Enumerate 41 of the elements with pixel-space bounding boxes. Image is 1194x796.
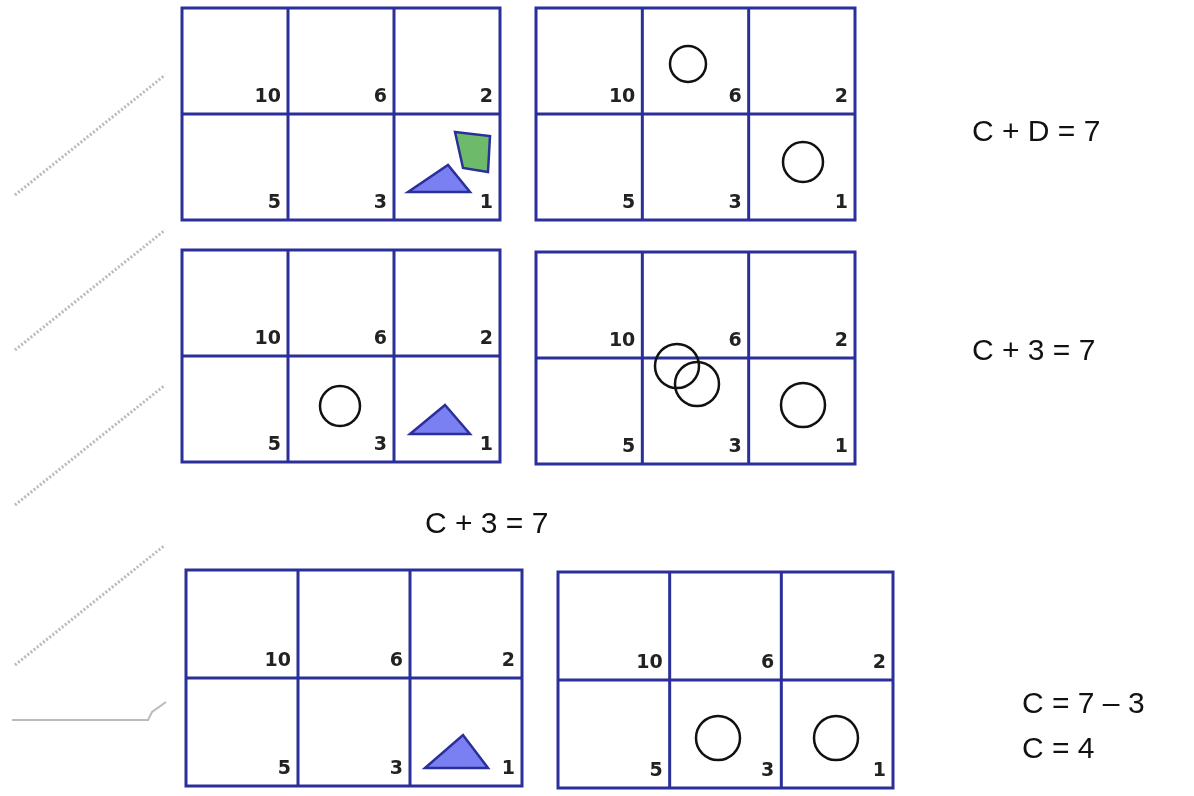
cell-number: 1 (501, 758, 515, 777)
cell-number: 3 (761, 760, 775, 779)
cell-number: 2 (501, 650, 515, 669)
cell-number: 5 (267, 192, 281, 211)
cell-number: 1 (479, 434, 493, 453)
cell-number: 5 (649, 760, 663, 779)
cell-number: 6 (373, 328, 387, 347)
equation: C + D = 7 (972, 116, 1101, 146)
cell-number: 5 (267, 434, 281, 453)
cell-number: 6 (728, 86, 742, 105)
cell-number: 5 (622, 436, 636, 455)
cell-number: 6 (373, 86, 387, 105)
cell-number: 10 (264, 650, 291, 669)
equation: C + 3 = 7 (972, 335, 1096, 365)
cell-number: 2 (479, 86, 493, 105)
cell-number: 5 (277, 758, 291, 777)
cell-number: 10 (636, 652, 663, 671)
cell-number: 6 (389, 650, 403, 669)
cell-number: 3 (728, 192, 742, 211)
equation: C = 4 (1022, 733, 1095, 763)
equation: C + 3 = 7 (425, 508, 549, 538)
cell-number: 6 (761, 652, 775, 671)
cell-number: 3 (728, 436, 742, 455)
cell-number: 6 (728, 330, 742, 349)
cell-number: 10 (608, 330, 636, 349)
cell-number: 10 (254, 86, 281, 105)
cell-number: 10 (608, 86, 636, 105)
cell-number: 2 (834, 330, 848, 349)
cell-number: 3 (389, 758, 403, 777)
cell-number: 1 (834, 436, 848, 455)
cell-number: 5 (622, 192, 636, 211)
cell-number: 1 (872, 760, 886, 779)
cell-number: 10 (254, 328, 281, 347)
cell-number: 1 (834, 192, 848, 211)
cell-number: 1 (479, 192, 493, 211)
cell-number: 2 (479, 328, 493, 347)
cell-number: 3 (373, 192, 387, 211)
cell-number: 2 (872, 652, 886, 671)
equation: C = 7 – 3 (1022, 688, 1145, 718)
cell-number: 3 (373, 434, 387, 453)
cell-number: 2 (834, 86, 848, 105)
